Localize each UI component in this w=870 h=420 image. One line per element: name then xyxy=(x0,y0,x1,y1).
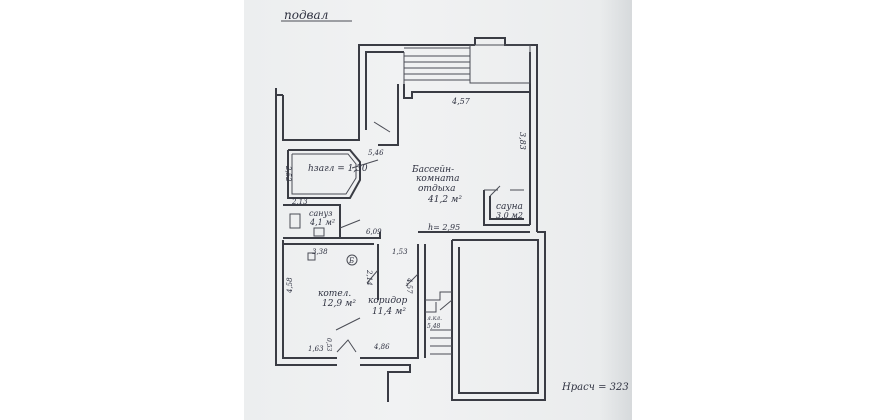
boiler-symbol-letter: Б xyxy=(348,257,354,265)
dim-053: 0,53 xyxy=(325,338,332,352)
sauna-area: 3,0 м2 xyxy=(496,211,523,220)
dim-213: 2,13 xyxy=(291,198,308,206)
dim-214: 2,14 xyxy=(365,269,373,286)
dim-609: 6,09 xyxy=(366,228,382,236)
top-stairs xyxy=(403,44,531,84)
dimension-labels: 4,57 3,83 5,46 2,52 2,13 6,09 h= 2,95 3,… xyxy=(284,97,527,353)
dim-163: 1,63 xyxy=(308,345,324,353)
pool-label-line2: комната xyxy=(416,174,459,184)
washbasin-icon xyxy=(289,213,301,229)
paper-background xyxy=(244,0,632,420)
interior-walls xyxy=(283,149,530,358)
room-labels: Бассейн- комната отдыха 41,2 м² сауна 3,… xyxy=(307,164,523,330)
dim-458: 4,58 xyxy=(286,277,294,294)
paper-shadow xyxy=(600,0,632,420)
corridor-stairs xyxy=(425,291,452,355)
toilet-icon xyxy=(313,227,325,237)
dim-height: h= 2,95 xyxy=(428,223,460,232)
pool-label-line1: Бассейн- xyxy=(411,165,454,175)
dim-252: 2,52 xyxy=(284,165,292,182)
dim-pool-top: 4,57 xyxy=(451,97,471,106)
dim-pool-right: 3,83 xyxy=(518,132,527,150)
corridor-label: коридор xyxy=(368,296,407,306)
boiler-symbol xyxy=(346,254,358,266)
dim-457-side: 4,57 xyxy=(405,277,413,294)
pool-area: 41,2 м² xyxy=(427,195,462,205)
plan-title: подвал xyxy=(284,8,328,22)
dim-486: 4,86 xyxy=(373,343,390,351)
corridor-area: 11,4 м² xyxy=(372,307,406,317)
stairs-label: л.кл. xyxy=(427,315,442,322)
boiler-area: 12,9 м² xyxy=(322,299,356,309)
outer-walls xyxy=(275,37,546,402)
doors xyxy=(335,121,453,353)
dim-338: 3,38 xyxy=(312,248,328,256)
stairs-area: 5,48 xyxy=(427,323,441,330)
chimney-icon xyxy=(307,252,316,261)
dim-546: 5,46 xyxy=(368,149,384,157)
boiler-label: котел. xyxy=(318,289,351,299)
bathroom-area: 4,1 м² xyxy=(309,218,335,227)
bathroom-label: сануз xyxy=(309,209,333,218)
cellar-label: hзагл = 1,30 xyxy=(308,164,368,174)
sauna-label: сауна xyxy=(496,202,523,212)
pool-label-line3: отдыха xyxy=(418,184,455,194)
dim-153: 1,53 xyxy=(392,248,408,256)
height-note: Hрасч = 323 xyxy=(561,382,629,393)
